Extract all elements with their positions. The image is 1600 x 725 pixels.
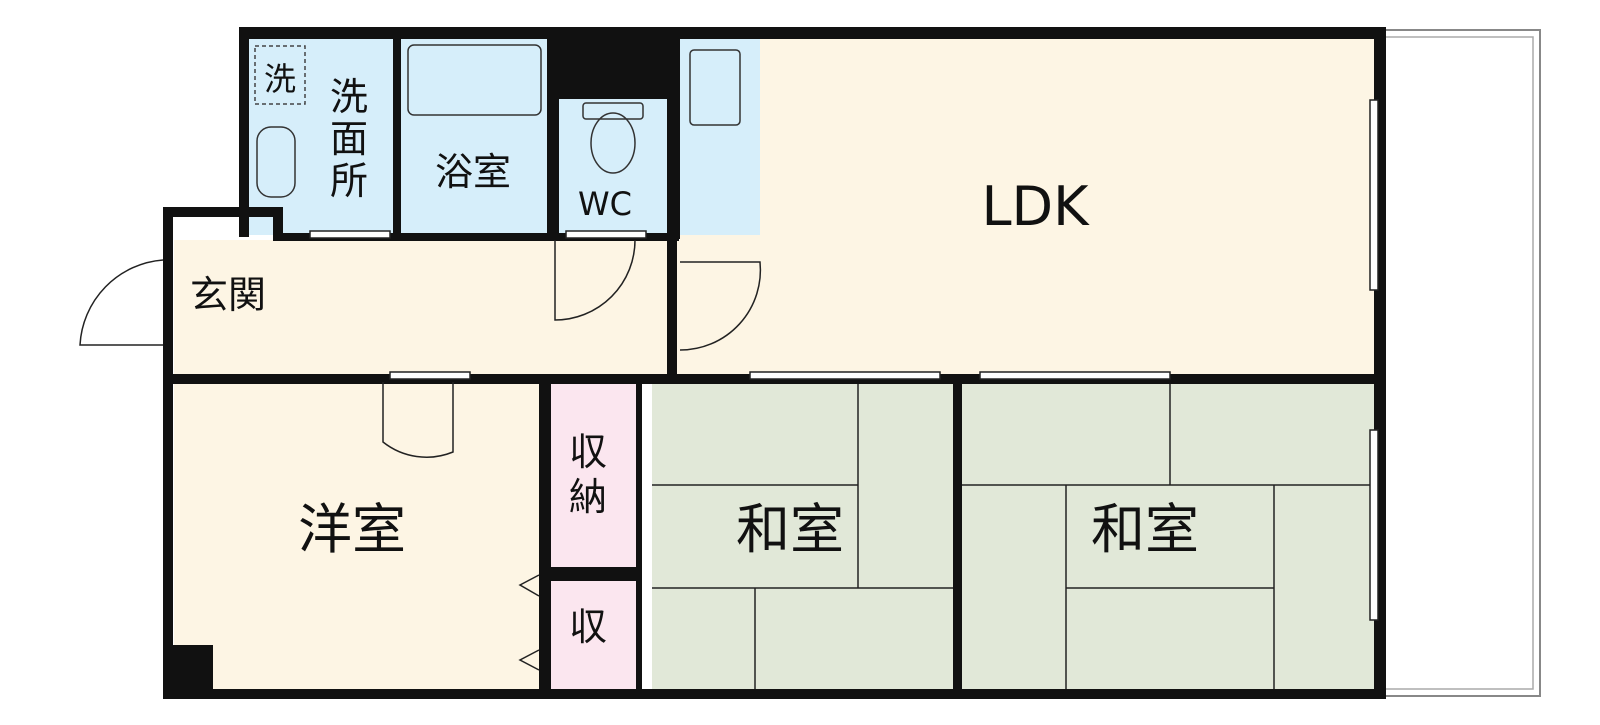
toilet-icon xyxy=(582,102,644,174)
bathroom-floor xyxy=(401,39,547,235)
japanese-room-1-floor xyxy=(652,382,953,690)
toilet-label: WC xyxy=(578,185,632,223)
storage-tall-label-1: 収 xyxy=(569,430,607,474)
washroom-label-1: 洗 xyxy=(330,75,368,119)
japanese-room-1-label: 和室 xyxy=(736,498,844,561)
western-room-floor xyxy=(174,382,539,690)
bathroom-label: 浴室 xyxy=(435,150,511,194)
entrance-label: 玄関 xyxy=(190,273,266,317)
washer-icon xyxy=(254,45,306,105)
doors xyxy=(79,239,762,458)
washroom-label-3: 所 xyxy=(330,159,368,203)
japanese-room-2-floor xyxy=(962,382,1374,690)
storage-small-floor xyxy=(551,581,636,690)
balcony-outline xyxy=(1346,29,1541,697)
tatami-lines xyxy=(652,382,1374,690)
folding-doors xyxy=(518,574,540,671)
ldk-label: LDK xyxy=(981,175,1090,238)
storage-small-label: 収 xyxy=(569,605,607,649)
windows xyxy=(309,99,1379,621)
washer-label: 洗 xyxy=(264,60,296,98)
balcony-outline-inner xyxy=(1346,36,1534,690)
storage-tall-floor xyxy=(551,382,636,567)
western-room-label: 洋室 xyxy=(298,498,406,561)
kitchen-counter xyxy=(680,39,760,235)
bathtub xyxy=(407,44,542,116)
japanese-room-2-label: 和室 xyxy=(1091,498,1199,561)
washroom-floor xyxy=(246,39,401,235)
kitchen-sink xyxy=(689,49,741,126)
ldk-floor xyxy=(680,39,1374,377)
washroom-label-2: 面 xyxy=(330,117,368,161)
storage-tall-label-2: 納 xyxy=(569,475,607,519)
toilet-floor xyxy=(559,97,667,235)
sink-icon xyxy=(256,126,296,198)
